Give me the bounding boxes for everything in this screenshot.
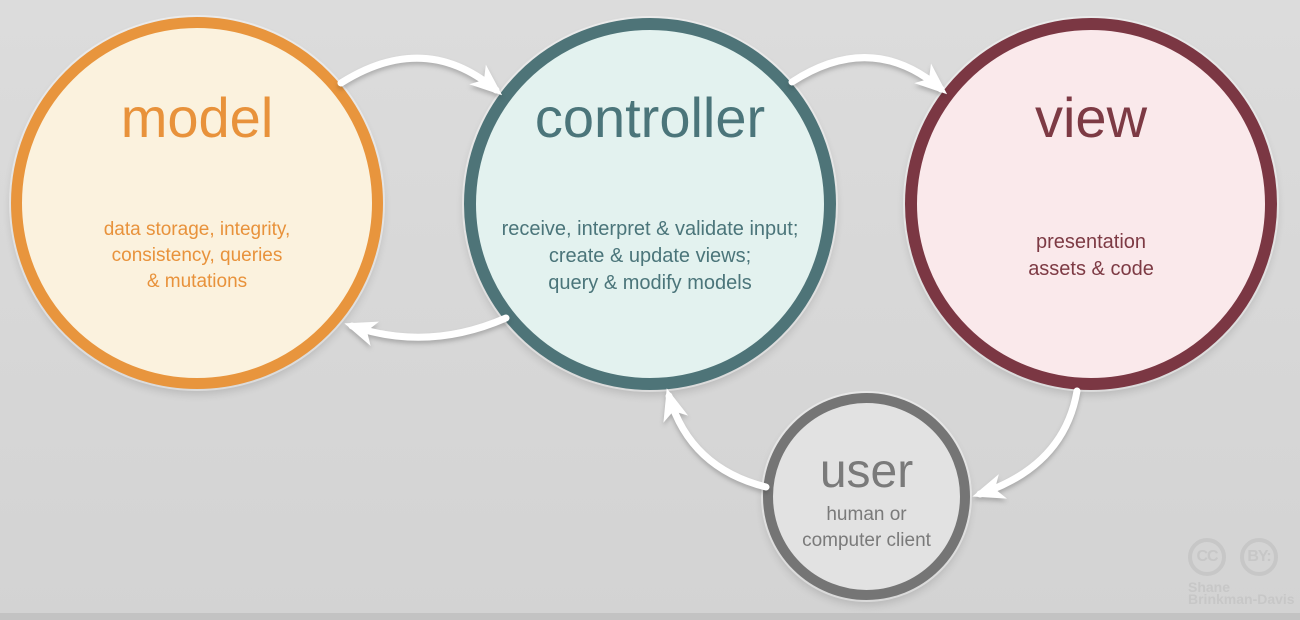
arrow-controller-to-view bbox=[788, 54, 948, 95]
bottom-edge-strip bbox=[0, 613, 1300, 620]
node-controller: controller receive, interpret & validate… bbox=[464, 18, 836, 390]
arrow-model-to-controller bbox=[337, 54, 503, 96]
arrow-controller-to-model bbox=[344, 314, 510, 346]
arrow-view-to-user bbox=[972, 387, 1081, 499]
author-credit: Shane Brinkman-Davis bbox=[1188, 579, 1295, 607]
cc-license-badges: CC BY: bbox=[1188, 538, 1295, 576]
license-attribution: CC BY: Shane Brinkman-Davis bbox=[1188, 538, 1295, 607]
node-model-description: data storage, integrity, consistency, qu… bbox=[103, 219, 291, 292]
node-user-description: human or computer client bbox=[802, 504, 931, 551]
node-controller-description: receive, interpret & validate input; cre… bbox=[501, 218, 799, 294]
arrow-user-to-controller bbox=[663, 388, 770, 491]
node-controller-title: controller bbox=[534, 86, 766, 149]
node-model: model data storage, integrity, consisten… bbox=[11, 17, 383, 389]
node-user-title: user bbox=[819, 445, 914, 498]
node-model-title: model bbox=[120, 86, 274, 149]
node-user: user human or computer client bbox=[763, 393, 970, 600]
cc-icon: CC bbox=[1188, 538, 1226, 576]
node-view: view presentation assets & code bbox=[905, 18, 1277, 390]
node-view-description: presentation assets & code bbox=[1028, 231, 1154, 280]
node-view-title: view bbox=[1034, 86, 1148, 149]
cc-by-icon: BY: bbox=[1240, 538, 1278, 576]
